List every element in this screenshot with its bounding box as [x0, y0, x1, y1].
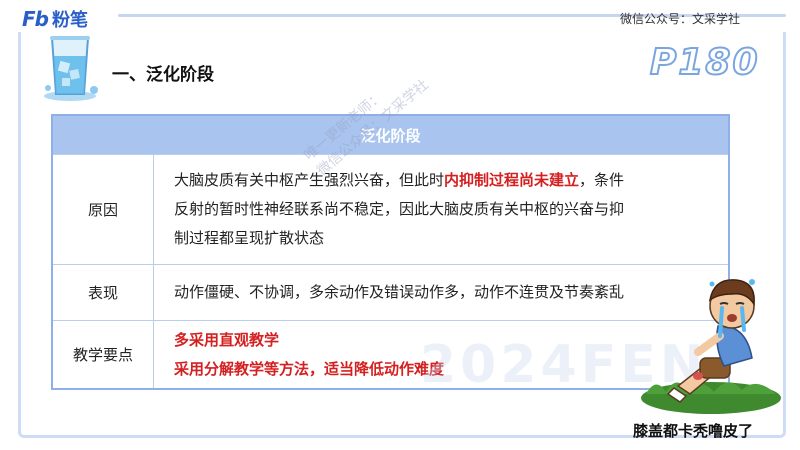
body-text: 反射的暂时性神经联系尚不稳定，因此大脑皮质有关中枢的兴奋与抑	[174, 200, 625, 218]
stage-table: 泛化阶段 原因 大脑皮质有关中枢产生强烈兴奋，但此时内抑制过程尚未建立，条件反射…	[51, 114, 730, 390]
row-label: 原因	[53, 155, 154, 264]
brand-logo: Fb 粉笔	[22, 6, 88, 32]
body-text: 制过程都呈现扩散状态	[174, 229, 325, 247]
page-number: P180	[649, 41, 760, 84]
row-label: 表现	[53, 265, 154, 320]
table-header-title: 泛化阶段	[360, 126, 421, 145]
water-glass-icon	[44, 36, 98, 101]
body-text: 大脑皮质有关中枢产生强烈兴奋，但此时	[174, 171, 445, 189]
table-header: 泛化阶段	[53, 116, 728, 154]
table-row: 教学要点 多采用直观教学采用分解教学等方法，适当降低动作难度	[53, 320, 728, 388]
body-text: 动作僵硬、不协调，多余动作及错误动作多，动作不连贯及节奏紊乱	[174, 283, 625, 301]
row-content: 动作僵硬、不协调，多余动作及错误动作多，动作不连贯及节奏紊乱	[154, 265, 728, 320]
content-line: 动作僵硬、不协调，多余动作及错误动作多，动作不连贯及节奏紊乱	[174, 278, 714, 307]
section-title: 一、泛化阶段	[112, 65, 214, 85]
crying-boy-illustration	[641, 279, 781, 414]
content-line: 大脑皮质有关中枢产生强烈兴奋，但此时内抑制过程尚未建立，条件	[174, 166, 714, 195]
row-content: 大脑皮质有关中枢产生强烈兴奋，但此时内抑制过程尚未建立，条件反射的暂时性神经联系…	[154, 155, 728, 264]
brand-mark: Fb	[22, 7, 49, 31]
content-line: 多采用直观教学	[174, 326, 714, 355]
row-label: 教学要点	[53, 321, 154, 388]
highlighted-text: 多采用直观教学	[174, 330, 280, 349]
brand-name: 粉笔	[51, 10, 88, 31]
highlighted-text: 采用分解教学等方法，适当降低动作难度	[174, 359, 445, 378]
body-text: ，条件	[579, 171, 625, 189]
content-line: 反射的暂时性神经联系尚不稳定，因此大脑皮质有关中枢的兴奋与抑	[174, 195, 714, 224]
highlighted-text: 内抑制过程尚未建立	[444, 171, 580, 189]
wechat-label: 微信公众号：文采学社	[619, 12, 740, 26]
content-line: 采用分解教学等方法，适当降低动作难度	[174, 355, 714, 384]
row-content: 多采用直观教学采用分解教学等方法，适当降低动作难度	[154, 321, 728, 388]
slide-frame	[18, 32, 786, 438]
table-row: 表现 动作僵硬、不协调，多余动作及错误动作多，动作不连贯及节奏紊乱	[53, 264, 728, 320]
content-line: 制过程都呈现扩散状态	[174, 224, 714, 253]
table-row: 原因 大脑皮质有关中枢产生强烈兴奋，但此时内抑制过程尚未建立，条件反射的暂时性神…	[53, 154, 728, 264]
illustration-caption: 膝盖都卡秃噜皮了	[633, 422, 754, 440]
frame-top-bar	[118, 14, 786, 17]
